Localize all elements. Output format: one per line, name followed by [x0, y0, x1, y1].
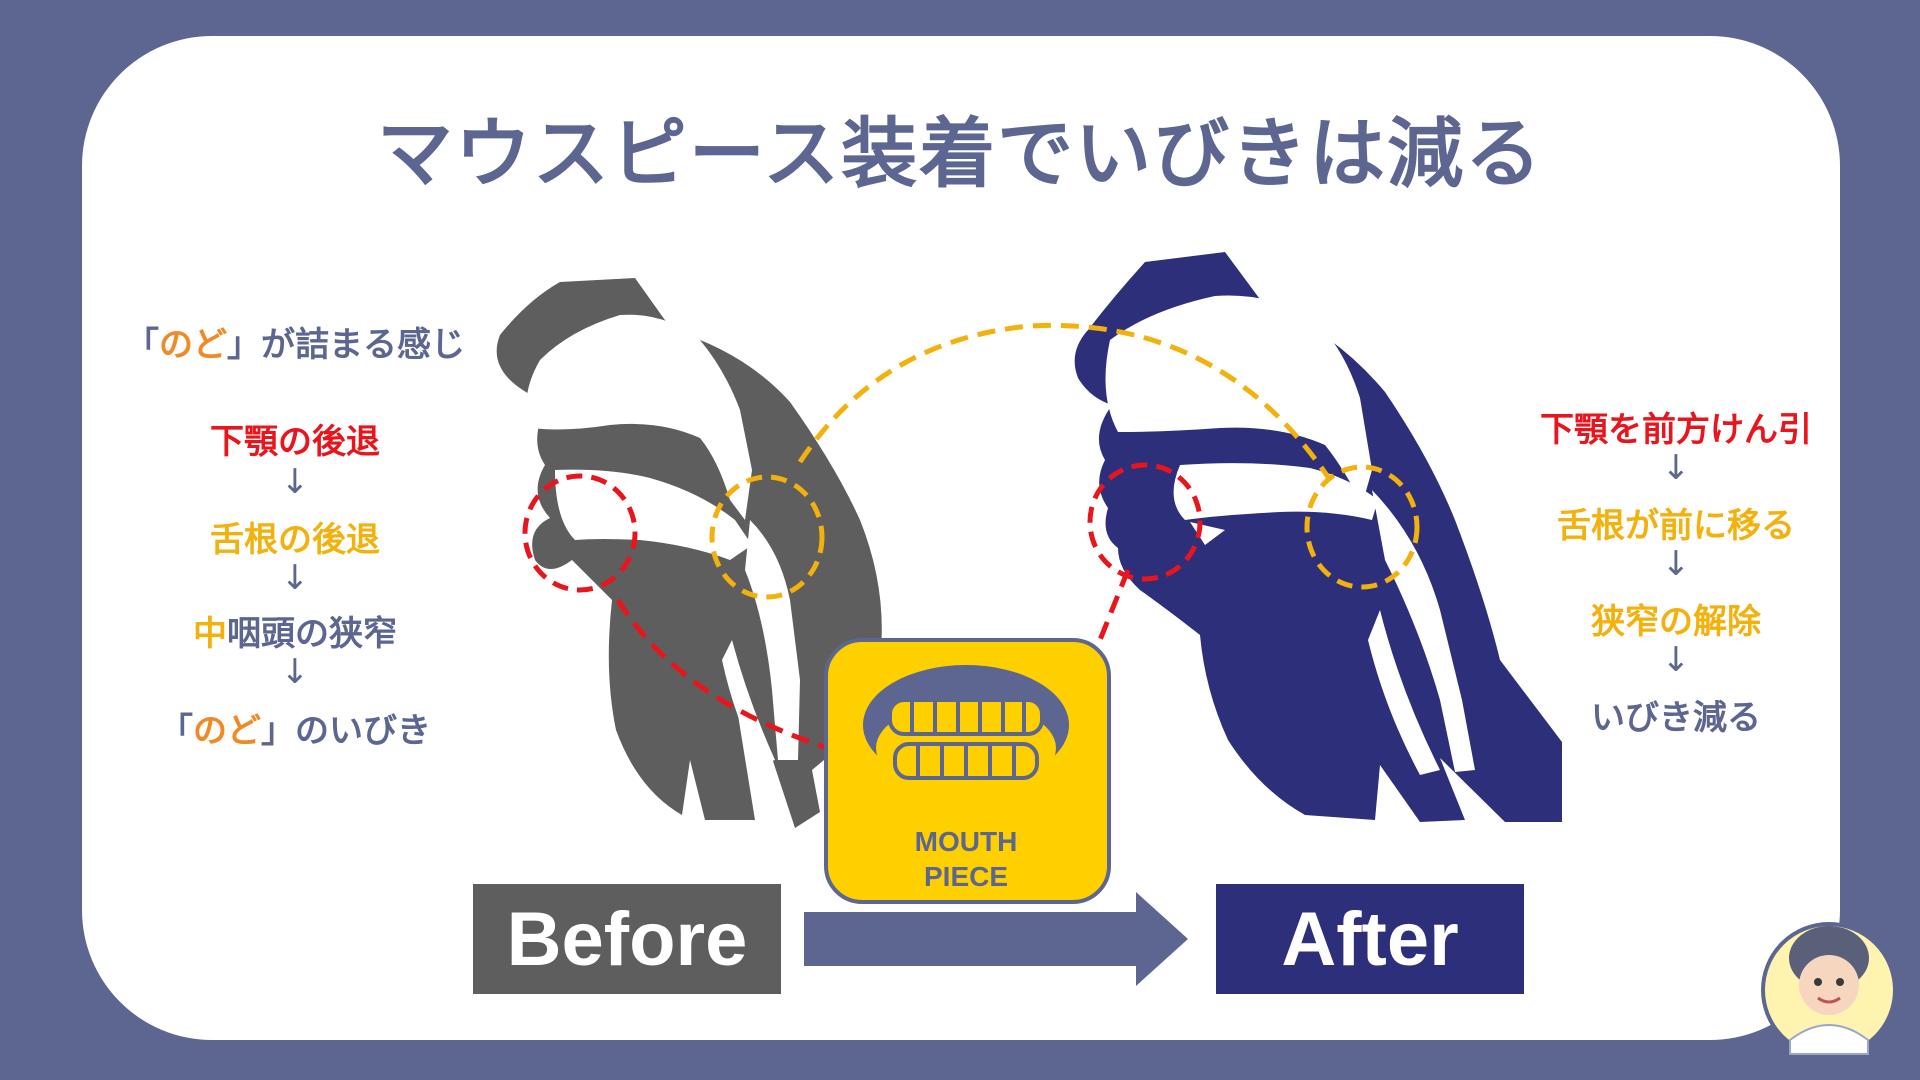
after-jaw-connector: [1089, 569, 1131, 661]
left-step-2: 舌根の後退: [210, 520, 380, 560]
before-jaw-connector: [615, 598, 829, 751]
left-step-4: 「のど」のいびき: [159, 711, 431, 751]
after-throat-circle: [1304, 464, 1420, 590]
before-label: Before: [473, 884, 781, 994]
before-throat-circle: [709, 474, 825, 600]
before-head-silhouette: [496, 278, 882, 828]
page-title: マウスピース装着でいびきは減る: [376, 109, 1544, 198]
right-step-4: いびき減る: [1591, 698, 1761, 738]
right-arrow-2: ↓: [1661, 544, 1691, 584]
left-arrow-3: ↓: [280, 652, 310, 692]
after-label: After: [1216, 884, 1524, 994]
left-header: 「のど」が詰まる感じ: [125, 325, 465, 365]
doctor-avatar: [1761, 922, 1897, 1058]
left-step-3: 中咽頭の狭窄: [193, 614, 397, 654]
right-arrow-3: ↓: [1661, 640, 1691, 680]
arrow-right-icon: [804, 892, 1188, 986]
right-step-3: 狭窄の解除: [1591, 602, 1761, 642]
left-arrow-2: ↓: [280, 558, 310, 598]
mouthpiece-label-line2: PIECE: [923, 861, 1009, 892]
mouthpiece-teeth-icon: [863, 665, 1069, 794]
right-arrow-1: ↓: [1661, 448, 1691, 488]
before-jaw-circle: [522, 473, 638, 593]
left-step-1: 下顎の後退: [210, 422, 380, 462]
mouthpiece-badge: [824, 638, 1111, 904]
right-step-2: 舌根が前に移る: [1557, 506, 1795, 546]
throat-connector-arc: [797, 322, 1333, 482]
right-step-1: 下顎を前方けん引: [1540, 410, 1812, 450]
left-arrow-1: ↓: [280, 462, 310, 502]
mouthpiece-label-line1: MOUTH: [914, 826, 1018, 857]
after-jaw-circle: [1087, 462, 1203, 582]
